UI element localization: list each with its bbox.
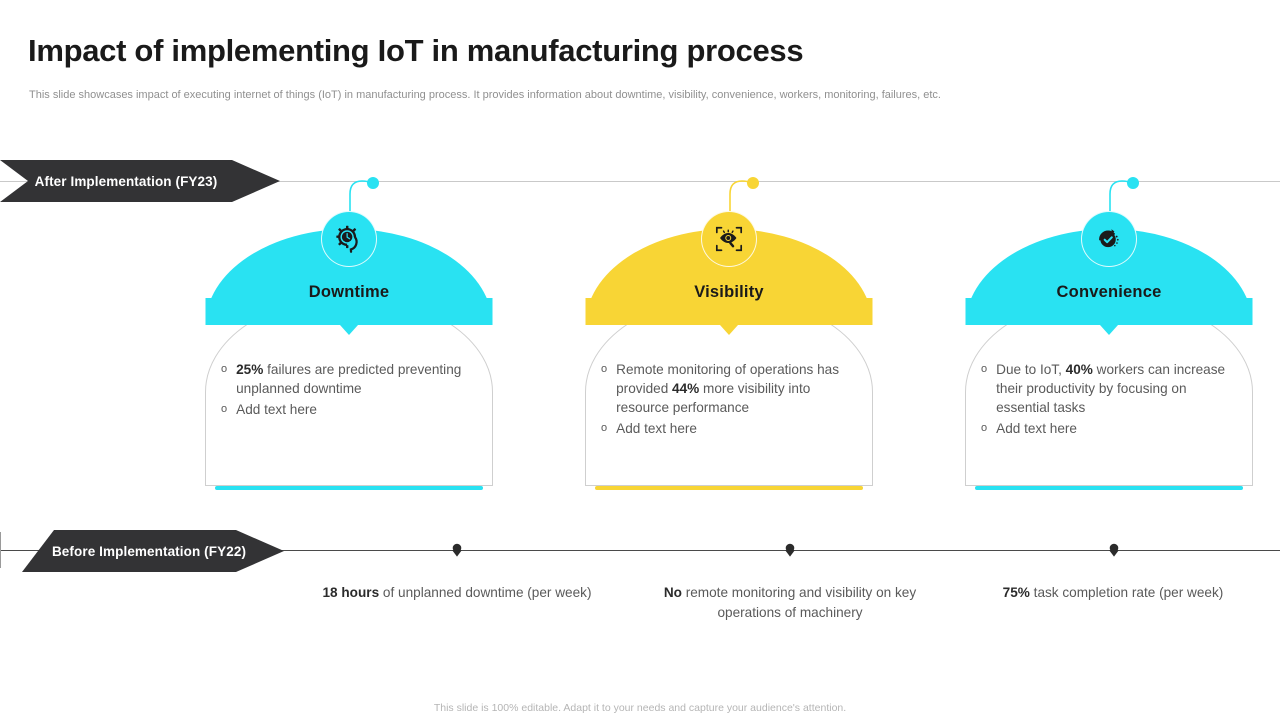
banner-before-implementation: Before Implementation (FY22) — [22, 530, 284, 572]
list-item: o Add text here — [601, 419, 861, 438]
before-item-1-value: 18 hours — [322, 585, 380, 600]
list-item: o Due to IoT, 40% workers can increase t… — [981, 360, 1241, 417]
card-title-3: Convenience — [1056, 283, 1162, 301]
page-title: Impact of implementing IoT in manufactur… — [28, 33, 804, 68]
bullet-marker-icon: o — [221, 403, 228, 415]
card-shape-1 — [205, 229, 493, 486]
timeline-before-tick — [0, 532, 1, 568]
bullet-text: Add text here — [996, 421, 1077, 436]
card-notch-3 — [1100, 325, 1118, 335]
banner-before-label: Before Implementation (FY22) — [51, 543, 247, 559]
bullet-text: 25% failures are predicted preventing un… — [236, 362, 462, 396]
list-item: o Add text here — [221, 400, 481, 419]
eye-focus-icon — [715, 226, 743, 252]
list-item: o Remote monitoring of operations has pr… — [601, 360, 861, 417]
connector-line-3 — [1100, 170, 1170, 222]
timeline-marker-3 — [1105, 541, 1123, 559]
list-item: o 25% failures are predicted preventing … — [221, 360, 481, 398]
impact-card-downtime[interactable]: Downtime o 25% failures are predicted pr… — [205, 229, 493, 490]
bullet-marker-icon: o — [981, 363, 988, 375]
bullet-marker-icon: o — [221, 363, 228, 375]
before-item-1-text: of unplanned downtime (per week) — [379, 585, 592, 600]
icon-badge-downtime[interactable] — [321, 211, 377, 267]
card-shape-3 — [965, 229, 1253, 486]
card-shape-2 — [585, 229, 873, 486]
footer-note: This slide is 100% editable. Adapt it to… — [433, 702, 847, 714]
connector-line-1 — [340, 170, 410, 222]
list-item: o Add text here — [981, 419, 1241, 438]
card-accent-bar-3 — [975, 486, 1243, 490]
timeline-marker-2 — [781, 541, 799, 559]
bullet-marker-icon: o — [601, 422, 608, 434]
card-notch-2 — [720, 325, 738, 335]
banner-after-label: After Implementation (FY23) — [34, 173, 218, 189]
icon-badge-visibility[interactable] — [701, 211, 757, 267]
before-item-2-text: remote monitoring and visibility on key … — [681, 585, 917, 620]
card-title-2: Visibility — [694, 283, 764, 301]
before-item-2-value: No — [663, 585, 682, 600]
bullet-text: Remote monitoring of operations has prov… — [616, 362, 840, 415]
bullet-text: Due to IoT, 40% workers can increase the… — [996, 362, 1226, 415]
connector-line-2 — [720, 170, 790, 222]
refresh-check-icon — [1099, 229, 1119, 248]
impact-card-convenience[interactable]: Convenience o Due to IoT, 40% workers ca… — [965, 229, 1253, 490]
card-bullets-3: o Due to IoT, 40% workers can increase t… — [981, 360, 1241, 440]
card-notch-1 — [340, 325, 358, 335]
gear-clock-icon — [336, 225, 358, 253]
page-subtitle: This slide showcases impact of executing… — [29, 89, 941, 101]
card-title-1: Downtime — [308, 283, 390, 301]
timeline-after — [0, 181, 1280, 182]
banner-after-implementation: After Implementation (FY23) — [0, 160, 280, 202]
before-item-2: No remote monitoring and visibility on k… — [640, 583, 940, 623]
card-accent-bar-1 — [215, 486, 483, 490]
bullet-text: Add text here — [616, 421, 697, 436]
before-item-3-value: 75% — [1002, 585, 1030, 600]
timeline-marker-1 — [448, 541, 466, 559]
before-item-1: 18 hours of unplanned downtime (per week… — [307, 583, 607, 603]
impact-card-visibility[interactable]: Visibility o Remote monitoring of operat… — [585, 229, 873, 490]
timeline-before — [0, 550, 1280, 551]
before-item-3: 75% task completion rate (per week) — [963, 583, 1263, 603]
bullet-marker-icon: o — [981, 422, 988, 434]
bullet-marker-icon: o — [601, 363, 608, 375]
before-item-3-text: task completion rate (per week) — [1029, 585, 1224, 600]
card-accent-bar-2 — [595, 486, 863, 490]
card-bullets-1: o 25% failures are predicted preventing … — [221, 360, 481, 421]
bullet-text: Add text here — [236, 402, 317, 417]
card-bullets-2: o Remote monitoring of operations has pr… — [601, 360, 861, 440]
icon-badge-convenience[interactable] — [1081, 211, 1137, 267]
